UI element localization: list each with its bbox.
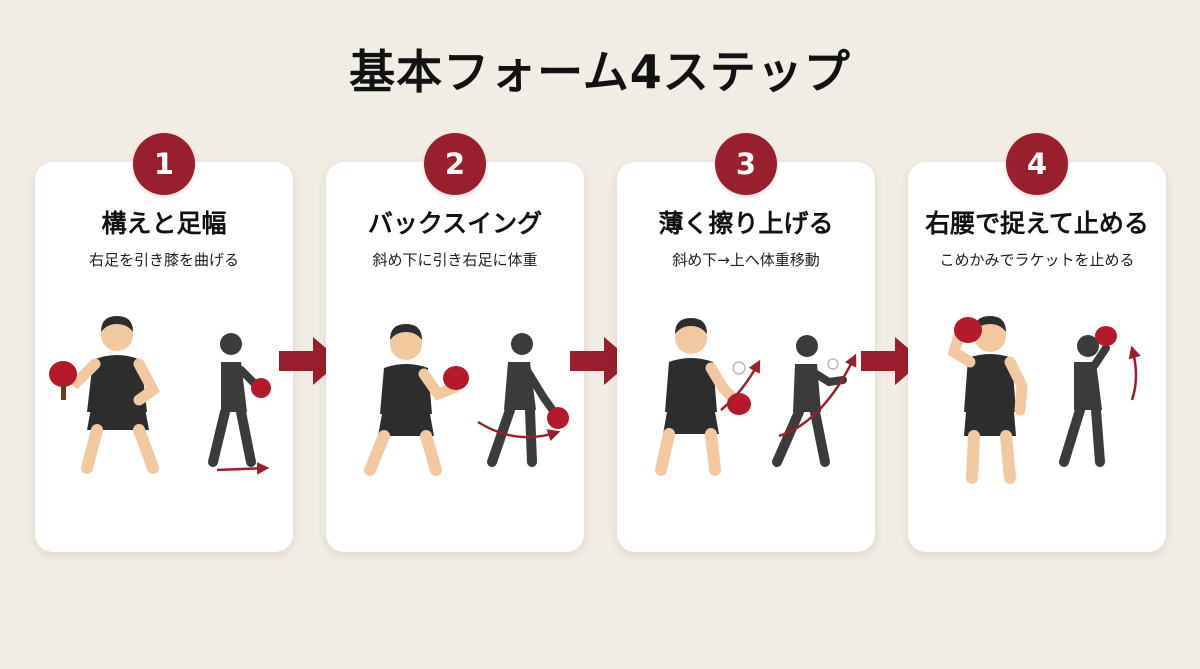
motion-arrow-icon [216, 462, 270, 475]
player-front-icon [655, 318, 739, 476]
player-side-icon [208, 333, 259, 467]
step-card-1: 構えと足幅 右足を引き膝を曲げる [35, 162, 293, 552]
player-front-icon [57, 316, 161, 474]
player-front-icon [947, 316, 1028, 484]
paddle-icon [1095, 326, 1117, 346]
step-title: バックスイング [367, 209, 543, 238]
paddle-icon [954, 317, 982, 343]
step-title: 構えと足幅 [101, 209, 227, 238]
step-card-3: 薄く擦り上げる 斜め下→上へ体重移動 [617, 162, 875, 552]
step-3-illustration [655, 318, 857, 476]
paddle-icon [443, 366, 469, 390]
step-subtitle: 右足を引き膝を曲げる [88, 251, 239, 269]
player-side-icon [487, 333, 558, 467]
step-subtitle: 斜め下→上へ体重移動 [672, 251, 820, 269]
step-arrow-icon [861, 337, 923, 385]
paddle-icon [49, 361, 77, 400]
motion-arrow-icon [477, 420, 561, 442]
step-badge-2: 2 [424, 133, 486, 195]
step-badge-3: 3 [715, 133, 777, 195]
step-4-illustration [947, 316, 1141, 484]
player-side-icon [1059, 335, 1110, 467]
step-arrow-icon [570, 337, 632, 385]
player-front-icon [364, 324, 460, 476]
step-subtitle: こめかみでラケットを止める [939, 251, 1135, 269]
step-arrow-icon [279, 337, 341, 385]
step-subtitle: 斜め下に引き右足に体重 [372, 251, 538, 269]
paddle-icon [547, 407, 569, 429]
step-title: 右腰で捉えて止める [925, 209, 1149, 238]
step-card-2: バックスイング 斜め下に引き右足に体重 [326, 162, 584, 552]
page-title: 基本フォーム4ステップ [349, 45, 851, 99]
motion-arrow-icon [720, 359, 761, 411]
step-1-illustration [49, 316, 271, 475]
motion-arrow-icon [1128, 345, 1141, 401]
paddle-icon [727, 393, 751, 415]
paddle-icon [251, 378, 271, 398]
player-side-icon [772, 335, 847, 467]
ball-icon [827, 358, 839, 370]
step-card-4: 右腰で捉えて止める こめかみでラケットを止める [908, 162, 1166, 552]
step-badge-4: 4 [1006, 133, 1068, 195]
step-2-illustration [364, 324, 569, 476]
motion-arrow-icon [778, 353, 857, 438]
ball-icon [732, 361, 746, 375]
step-title: 薄く擦り上げる [658, 209, 834, 238]
step-badge-1: 1 [133, 133, 195, 195]
